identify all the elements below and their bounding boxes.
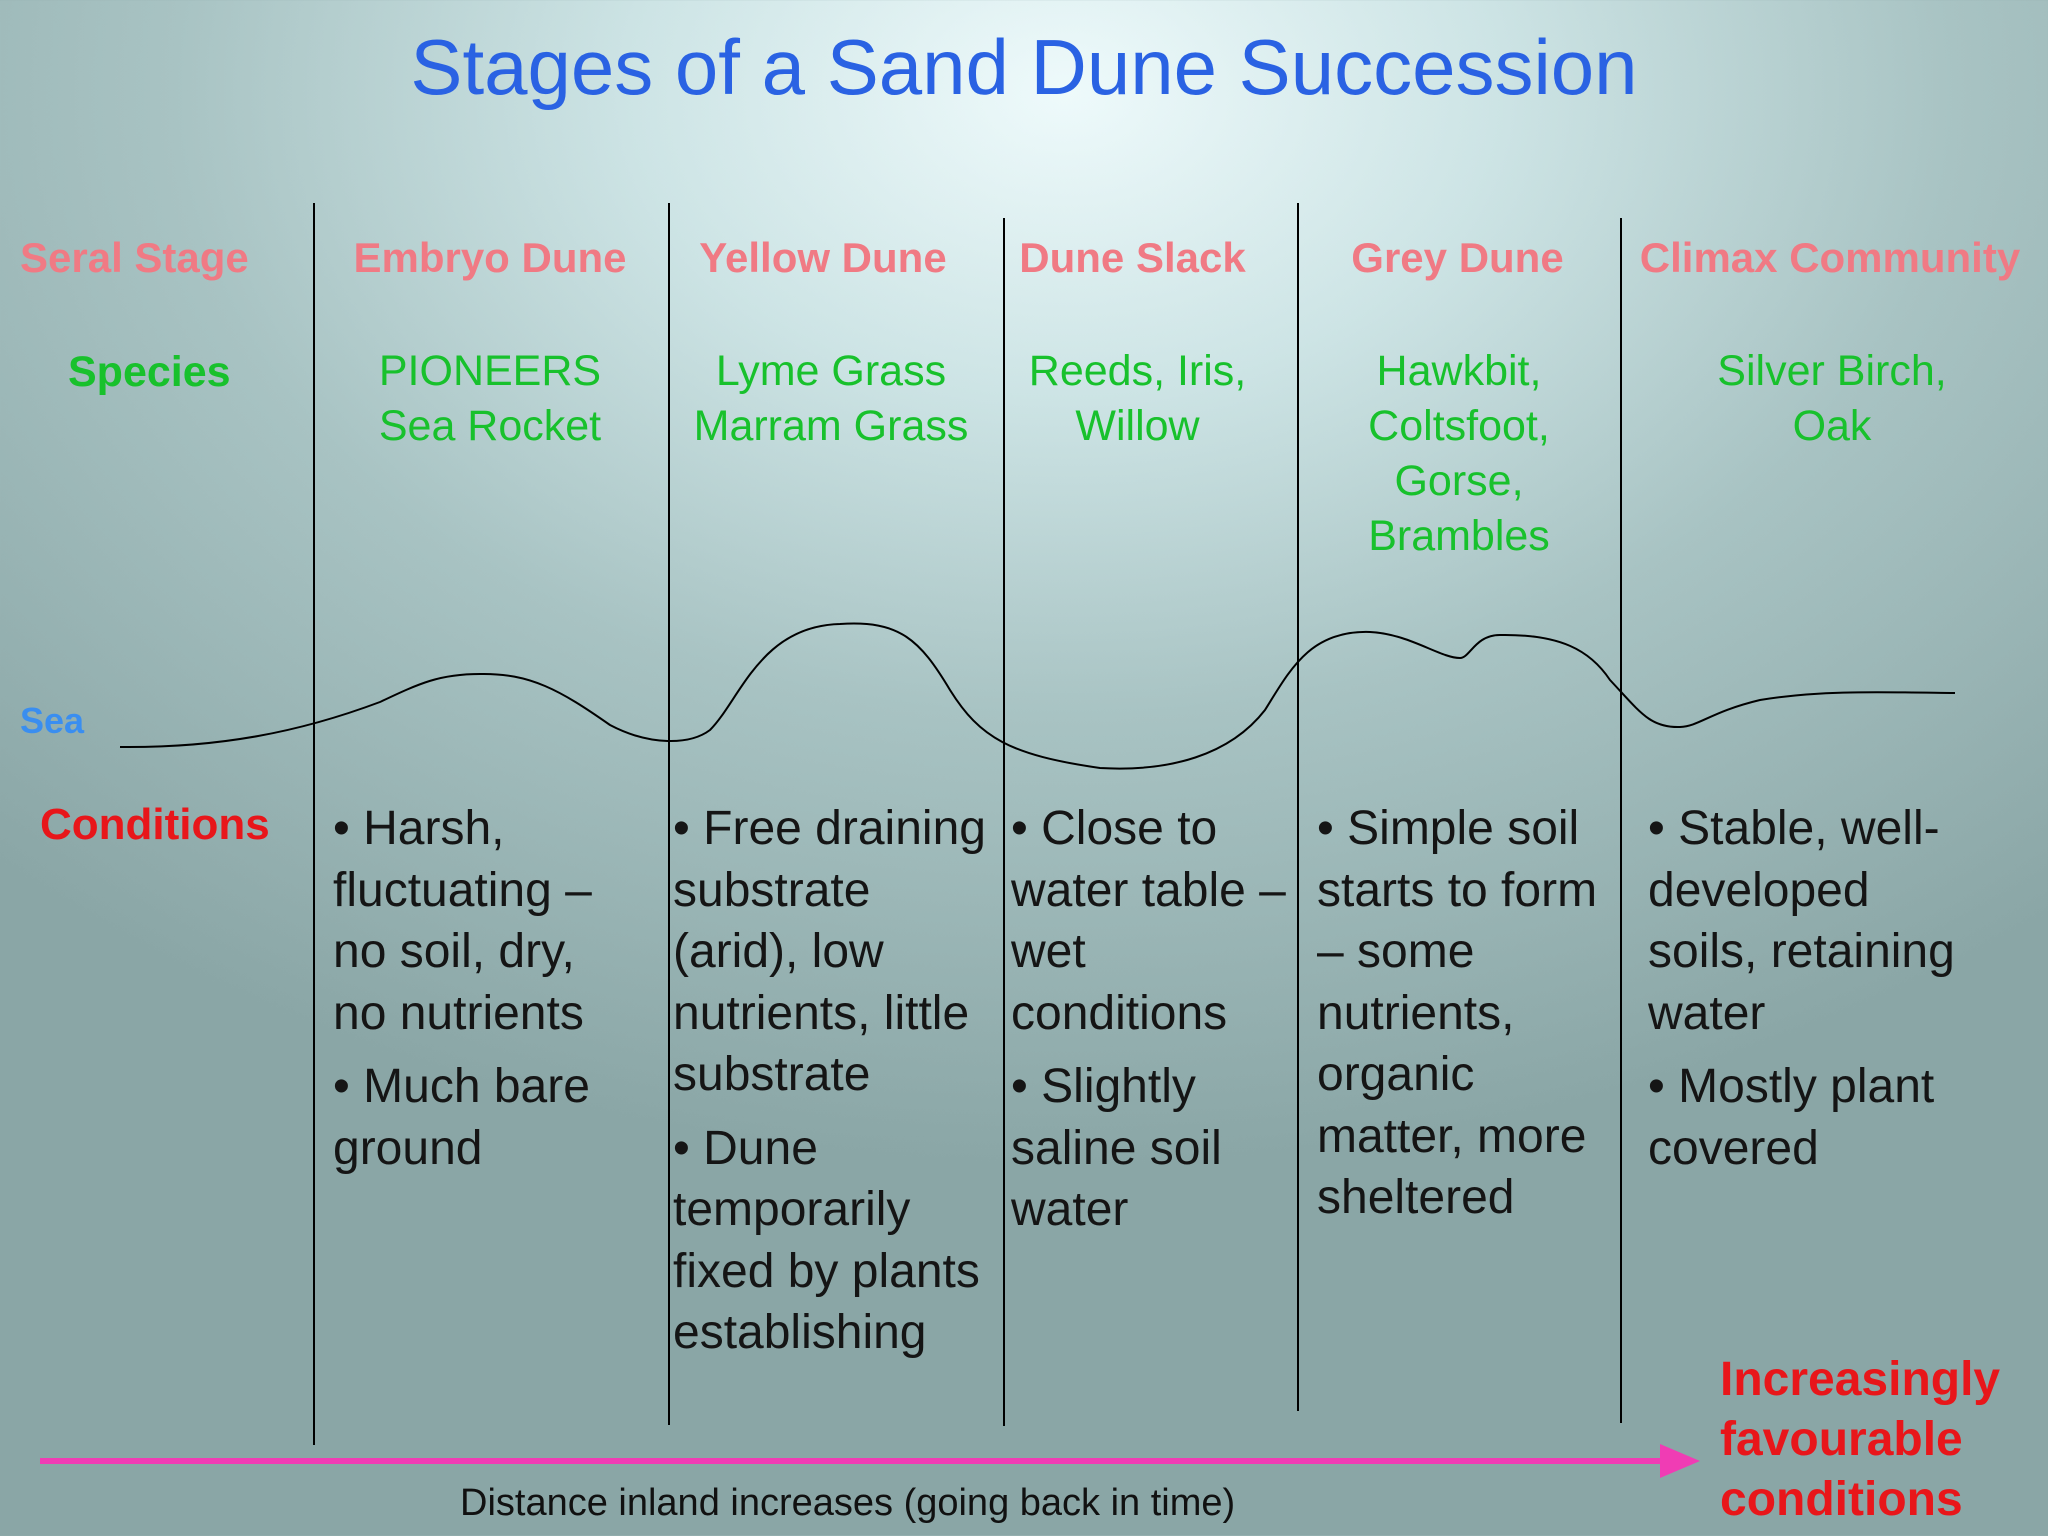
stage-heading-embryo-dune: Embryo Dune — [353, 234, 627, 281]
column-divider-3 — [1003, 218, 1005, 1426]
condition-point: • Mostly plant covered — [1648, 1060, 1935, 1175]
favourable-conditions-label: Increasingly favourable conditions — [1720, 1353, 2001, 1526]
condition-point: • Dune temporarily fixed by plants estab… — [673, 1121, 980, 1360]
condition-point: • Close to water table – wet conditions — [1011, 802, 1286, 1040]
condition-point: • Harsh, fluctuating – no soil, dry, no … — [333, 802, 592, 1040]
condition-point: • Slightly saline soil water — [1011, 1060, 1222, 1236]
axis-caption: Distance inland increases (going back in… — [460, 1482, 1236, 1524]
species-grey-dune: Hawkbit, Coltsfoot, Gorse, Brambles — [1368, 347, 1550, 560]
condition-point: • Much bare ground — [333, 1060, 590, 1175]
condition-point: • Stable, well-developed soils, retainin… — [1648, 802, 1955, 1040]
species-label: Species — [68, 348, 231, 396]
condition-point: • Free draining substrate (arid), low nu… — [673, 802, 986, 1101]
species-embryo-dune: PIONEERS Sea Rocket — [378, 347, 602, 450]
stage-heading-grey-dune: Grey Dune — [1351, 234, 1564, 281]
stage-heading-yellow-dune: Yellow Dune — [699, 234, 947, 281]
conditions-label: Conditions — [40, 800, 270, 849]
conditions-embryo-dune: • Harsh, fluctuating – no soil, dry, no … — [333, 798, 633, 1191]
conditions-climax-community: • Stable, well-developed soils, retainin… — [1648, 798, 1988, 1191]
conditions-yellow-dune: • Free draining substrate (arid), low nu… — [673, 798, 1003, 1376]
column-divider-4 — [1297, 203, 1299, 1411]
species-dune-slack: Reeds, Iris, Willow — [1028, 347, 1247, 450]
sea-label: Sea — [20, 700, 85, 741]
condition-point: • Simple soil starts to form – some nutr… — [1317, 802, 1598, 1224]
species-climax-community: Silver Birch, Oak — [1717, 347, 1947, 450]
stage-heading-climax-community: Climax Community — [1639, 234, 2021, 281]
inland-arrow-head — [1660, 1444, 1700, 1478]
column-divider-1 — [313, 203, 315, 1445]
seral-stage-label: Seral Stage — [20, 234, 249, 281]
species-yellow-dune: Lyme Grass Marram Grass — [693, 347, 969, 450]
diagram-title: Stages of a Sand Dune Succession — [410, 23, 1638, 111]
column-divider-5 — [1620, 218, 1622, 1423]
conditions-dune-slack: • Close to water table – wet conditions … — [1011, 798, 1291, 1253]
dune-profile-line — [119, 622, 1956, 770]
conditions-grey-dune: • Simple soil starts to form – some nutr… — [1317, 798, 1617, 1241]
stage-heading-dune-slack: Dune Slack — [1019, 234, 1246, 281]
column-divider-2 — [668, 203, 670, 1425]
